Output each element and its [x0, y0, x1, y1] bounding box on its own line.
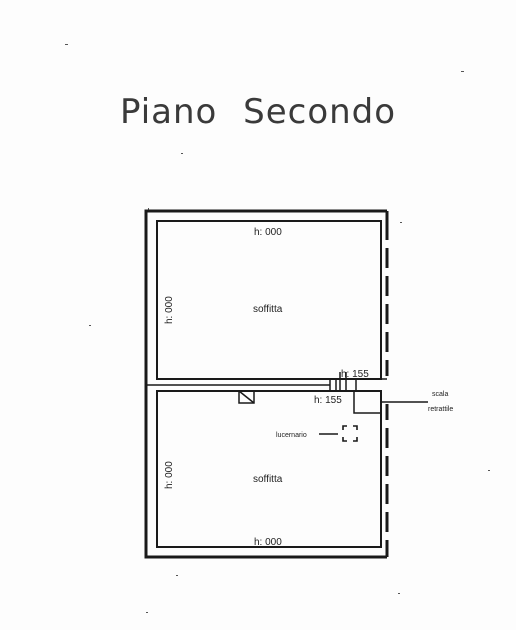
- skylight-icon: [319, 425, 358, 442]
- height-label-lower: h: 155: [314, 395, 342, 406]
- room-top-name: soffitta: [253, 304, 283, 315]
- room-top-side-height: h: 000: [164, 296, 175, 324]
- page-title: Piano Secondo: [119, 92, 397, 132]
- room-bottom-name: soffitta: [253, 474, 283, 485]
- vent-box: [238, 390, 255, 404]
- room-outlines: [156, 220, 382, 548]
- stair-label-line1: scala: [432, 391, 448, 398]
- room-outline-top: [156, 220, 382, 380]
- scan-specks: [65, 44, 490, 613]
- room-bottom-side-height: h: 000: [164, 461, 175, 489]
- divider-wall: [146, 372, 387, 391]
- room-bottom-height: h: 000: [254, 537, 282, 548]
- skylight-label: lucernario: [276, 432, 307, 439]
- room-outline-bottom: [156, 390, 382, 548]
- stair-label-line2: retrattile: [428, 406, 453, 413]
- stair-box: [353, 390, 428, 414]
- height-label-upper: h: 155: [341, 369, 369, 380]
- outer-walls: [144, 209, 389, 559]
- room-top-height: h: 000: [254, 227, 282, 238]
